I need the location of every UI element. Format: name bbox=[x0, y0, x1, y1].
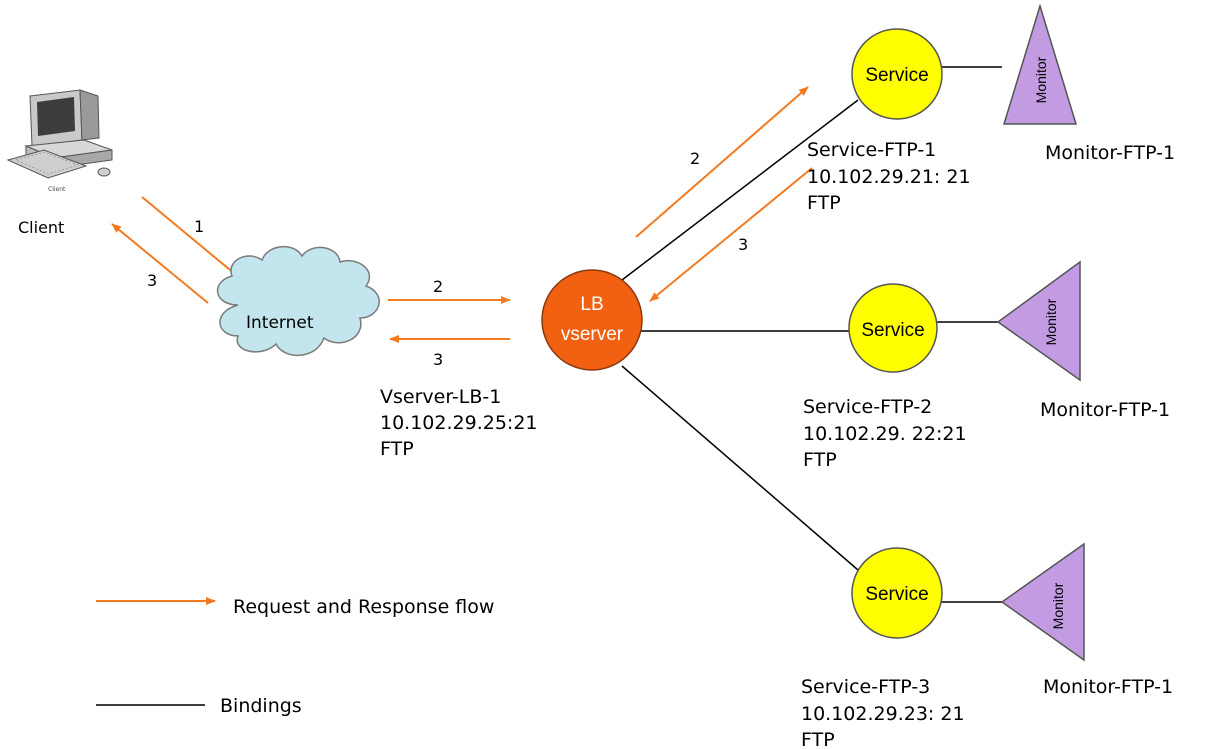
service-node-2: Service bbox=[848, 283, 938, 373]
vserver-address: 10.102.29.25:21 bbox=[380, 412, 538, 434]
monitor-2-node-label: Monitor bbox=[1043, 298, 1059, 345]
service-1-protocol: FTP bbox=[807, 192, 841, 214]
flow-arrow-service-1-to-vserver bbox=[649, 167, 813, 302]
service-3-protocol: FTP bbox=[801, 729, 835, 749]
service-2-name: Service-FTP-2 bbox=[803, 396, 932, 418]
monitor-2-name: Monitor-FTP-1 bbox=[1040, 399, 1170, 421]
monitor-1-name: Monitor-FTP-1 bbox=[1045, 142, 1175, 164]
service-1-node-label: Service bbox=[865, 65, 928, 86]
step-internet-to-client: 3 bbox=[147, 271, 157, 290]
monitor-3-name: Monitor-FTP-1 bbox=[1043, 676, 1173, 698]
service-3-node-label: Service bbox=[865, 584, 928, 605]
client-label: Client bbox=[18, 218, 64, 237]
vserver-label-line2: vserver bbox=[561, 324, 624, 345]
internet-cloud-icon bbox=[216, 246, 380, 357]
service-2-protocol: FTP bbox=[803, 449, 837, 471]
service-2-node-label: Service bbox=[861, 320, 924, 341]
monitor-node-2: Monitor bbox=[996, 260, 1081, 382]
legend-flow-label: Request and Response flow bbox=[233, 596, 494, 618]
vserver-name: Vserver-LB-1 bbox=[380, 386, 501, 408]
monitor-node-1: Monitor bbox=[1002, 3, 1078, 125]
step-vserver-to-service: 2 bbox=[690, 149, 700, 168]
monitor-node-3: Monitor bbox=[1000, 542, 1085, 662]
step-internet-to-vserver: 2 bbox=[433, 277, 443, 296]
service-3-address: 10.102.29.23: 21 bbox=[801, 703, 965, 725]
flow-arrow-client-to-internet bbox=[141, 196, 242, 280]
client-screen-tag: Client bbox=[48, 186, 66, 193]
service-1-name: Service-FTP-1 bbox=[807, 139, 936, 161]
flow-arrow-internet-to-client bbox=[111, 223, 209, 304]
flow-arrow-vserver-to-service-1 bbox=[635, 86, 809, 238]
service-node-3: Service bbox=[851, 547, 943, 639]
binding-lines bbox=[621, 66, 1002, 603]
lb-vserver-node: LB vserver bbox=[541, 269, 643, 371]
service-1-address: 10.102.29.21: 21 bbox=[807, 166, 971, 188]
binding-vserver-service-3 bbox=[621, 365, 859, 571]
service-3-name: Service-FTP-3 bbox=[801, 676, 930, 698]
service-node-1: Service bbox=[851, 28, 943, 120]
internet-label: Internet bbox=[246, 313, 314, 333]
monitor-1-node-label: Monitor bbox=[1033, 56, 1049, 103]
step-vserver-to-internet: 3 bbox=[433, 350, 443, 369]
step-service-to-vserver: 3 bbox=[738, 235, 748, 254]
vserver-protocol: FTP bbox=[380, 438, 414, 460]
vserver-label-line1: LB bbox=[580, 294, 603, 315]
legend: Request and Response flow Bindings bbox=[96, 596, 494, 717]
monitor-3-node-label: Monitor bbox=[1050, 582, 1066, 629]
flow-arrows bbox=[111, 86, 813, 343]
service-2-address: 10.102.29. 22:21 bbox=[803, 423, 967, 445]
step-client-to-internet: 1 bbox=[194, 217, 204, 236]
client-computer-icon: Client bbox=[6, 89, 113, 193]
legend-binding-label: Bindings bbox=[220, 695, 302, 717]
binding-vserver-service-1 bbox=[621, 99, 859, 281]
